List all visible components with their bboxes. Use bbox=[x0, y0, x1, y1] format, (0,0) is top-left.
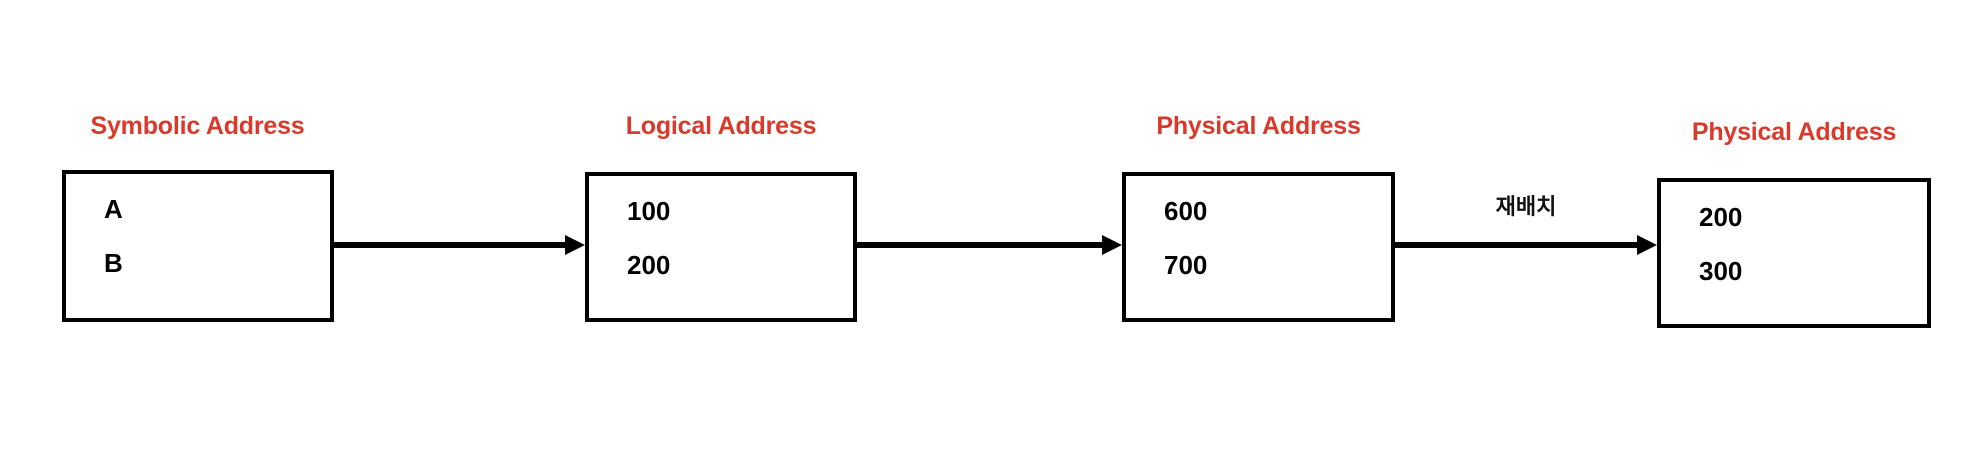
address-box-physical-after: 200 300 bbox=[1657, 178, 1931, 328]
entry-value: 300 bbox=[1699, 256, 1743, 286]
stage-label-physical-address-before: Physical Address bbox=[1156, 112, 1361, 140]
arrow-head-icon bbox=[565, 235, 585, 255]
entry-value: A bbox=[104, 194, 123, 224]
address-box-symbolic: A B bbox=[62, 170, 334, 322]
arrow-head-icon bbox=[1637, 235, 1657, 255]
arrow-head-icon bbox=[1102, 235, 1122, 255]
address-box-logical: 100 200 bbox=[585, 172, 857, 322]
stage-label-physical-address-after: Physical Address bbox=[1691, 118, 1897, 146]
entry-value: B bbox=[104, 248, 123, 278]
arrow-shaft bbox=[334, 242, 565, 248]
stage-label-symbolic-address: Symbolic Address bbox=[90, 112, 305, 140]
edge-label-relocation: 재배치 bbox=[1495, 194, 1557, 219]
arrow-shaft bbox=[857, 242, 1102, 248]
entry-list: 600 700 bbox=[1164, 198, 1207, 306]
entry-value: 700 bbox=[1164, 250, 1208, 280]
entry-list: 200 300 bbox=[1699, 204, 1742, 312]
entry-value: 600 bbox=[1164, 196, 1208, 226]
entry-list: 100 200 bbox=[627, 198, 670, 306]
entry-list: A B bbox=[104, 196, 123, 304]
arrow-shaft bbox=[1395, 242, 1637, 248]
entry-value: 100 bbox=[627, 196, 671, 226]
entry-value: 200 bbox=[1699, 202, 1743, 232]
entry-value: 200 bbox=[627, 250, 671, 280]
stage-label-logical-address: Logical Address bbox=[625, 112, 817, 140]
address-box-physical-before: 600 700 bbox=[1122, 172, 1395, 322]
